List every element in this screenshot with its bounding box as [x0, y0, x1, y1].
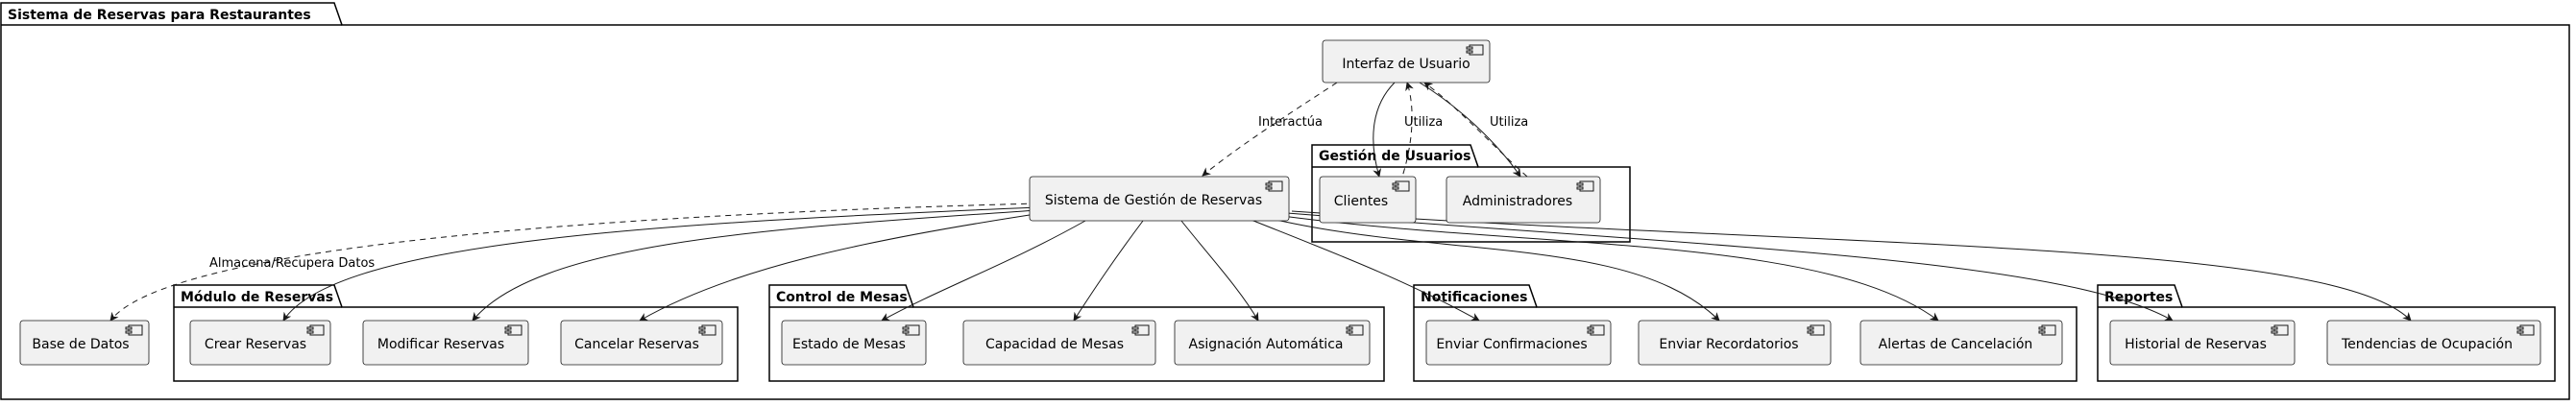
component-tendencias-ocupacion[interactable]: Tendencias de Ocupación [2326, 320, 2541, 366]
edge-confirmaciones [1248, 218, 1480, 322]
component-modificar-reservas[interactable]: Modificar Reservas [362, 320, 529, 366]
edges [109, 82, 2412, 322]
edge-label-utiliza-clientes: Utiliza [1404, 115, 1443, 130]
component-label: Tendencias de Ocupación [2341, 337, 2513, 352]
edge-tendencias [1291, 210, 2412, 322]
edge-label-almacena: Almacena/Recupera Datos [209, 256, 375, 271]
component-estado-mesas[interactable]: Estado de Mesas [781, 320, 927, 366]
package-title: Reportes [2104, 290, 2173, 305]
component-crear-reservas[interactable]: Crear Reservas [189, 320, 331, 366]
component-label: Base de Datos [32, 337, 129, 352]
component-label: Enviar Confirmaciones [1436, 337, 1587, 352]
edge-crear [282, 206, 1038, 322]
edge-label-utiliza-admin: Utiliza [1490, 115, 1528, 130]
component-label: Historial de Reservas [2125, 337, 2267, 352]
component-label: Alertas de Cancelación [1879, 337, 2033, 352]
package-reportes: Reportes [2097, 284, 2556, 382]
edge-asignacion [1180, 220, 1259, 322]
component-label: Sistema de Gestión de Reservas [1045, 193, 1262, 208]
component-cancelar-reservas[interactable]: Cancelar Reservas [560, 320, 723, 366]
component-administradores[interactable]: Administradores [1446, 176, 1601, 224]
package-sistema-reservas: Sistema de Reservas para Restaurantes [0, 2, 2570, 400]
component-label: Clientes [1334, 194, 1388, 209]
component-capacidad-mesas[interactable]: Capacidad de Mesas [962, 320, 1156, 366]
package-title: Sistema de Reservas para Restaurantes [8, 8, 311, 23]
component-label: Interfaz de Usuario [1342, 57, 1470, 72]
package-title: Notificaciones [1421, 290, 1527, 305]
component-clientes[interactable]: Clientes [1319, 176, 1417, 224]
edge-recordatorios [1267, 217, 1720, 322]
edge-estado [881, 220, 1086, 322]
package-title: Módulo de Reservas [181, 290, 333, 305]
package-title: Gestión de Usuarios [1319, 149, 1470, 164]
component-label: Crear Reservas [205, 337, 306, 352]
edge-almacena [109, 203, 1038, 322]
package-modulo-reservas: Módulo de Reservas [173, 284, 739, 382]
component-label: Asignación Automática [1189, 337, 1344, 352]
package-notificaciones: Notificaciones [1413, 284, 2078, 382]
package-gestion-usuarios: Gestión de Usuarios [1311, 144, 1631, 243]
component-base-datos[interactable]: Base de Datos [19, 320, 150, 366]
edge-capacidad [1073, 220, 1144, 322]
edge-label-interactua: Interactúa [1258, 115, 1323, 130]
component-label: Cancelar Reservas [574, 337, 699, 352]
component-historial-reservas[interactable]: Historial de Reservas [2109, 320, 2296, 366]
edge-modificar [472, 209, 1038, 322]
component-enviar-confirmaciones[interactable]: Enviar Confirmaciones [1425, 320, 1612, 366]
component-asignacion-automatica[interactable]: Asignación Automática [1174, 320, 1371, 366]
component-label: Administradores [1463, 194, 1572, 209]
component-alertas-cancelacion[interactable]: Alertas de Cancelación [1859, 320, 2063, 366]
edge-interfaz-clientes [1373, 82, 1396, 178]
component-label: Estado de Mesas [792, 337, 906, 352]
component-label: Capacidad de Mesas [985, 337, 1124, 352]
edge-interactua [1202, 82, 1338, 177]
package-control-mesas: Control de Mesas [768, 284, 1385, 382]
edge-interfaz-admin [1419, 82, 1521, 178]
component-sistema-gestion[interactable]: Sistema de Gestión de Reservas [1029, 176, 1290, 222]
package-title: Control de Mesas [776, 290, 908, 305]
edge-cancelar [639, 212, 1043, 322]
component-label: Enviar Recordatorios [1659, 337, 1798, 352]
edge-alertas [1281, 215, 1939, 322]
edge-historial [1286, 212, 2174, 322]
component-enviar-recordatorios[interactable]: Enviar Recordatorios [1638, 320, 1832, 366]
component-label: Modificar Reservas [377, 337, 504, 352]
component-interfaz-usuario[interactable]: Interfaz de Usuario [1322, 39, 1491, 84]
